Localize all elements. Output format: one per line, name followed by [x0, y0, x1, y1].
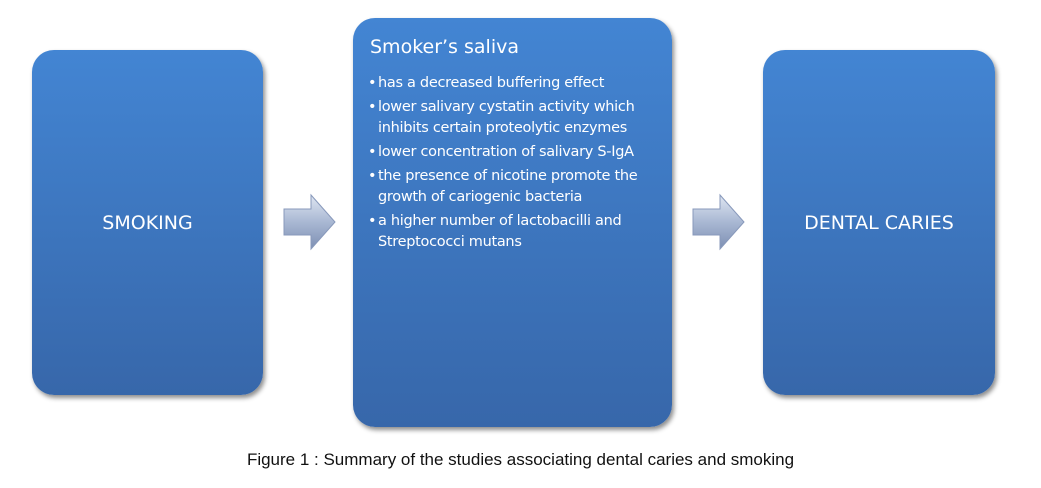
- list-item: a higher number of lactobacilli and Stre…: [368, 211, 663, 253]
- list-item: lower concentration of salivary S-IgA: [368, 142, 663, 163]
- saliva-effects-list: has a decreased buffering effect lower s…: [368, 73, 663, 256]
- list-item: the presence of nicotine promote the gro…: [368, 166, 663, 208]
- smoking-box: SMOKING: [32, 50, 263, 395]
- saliva-title: Smoker’s saliva: [370, 36, 519, 58]
- dental-caries-box: DENTAL CARIES: [763, 50, 995, 395]
- figure-caption: Figure 1 : Summary of the studies associ…: [246, 450, 795, 469]
- list-item: has a decreased buffering effect: [368, 73, 663, 94]
- smokers-saliva-box: Smoker’s saliva has a decreased bufferin…: [353, 18, 672, 427]
- dental-caries-label: DENTAL CARIES: [804, 211, 954, 234]
- list-item: lower salivary cystatin activity which i…: [368, 97, 663, 139]
- right-arrow-icon: [283, 193, 336, 251]
- smoking-label: SMOKING: [102, 211, 193, 234]
- right-arrow-icon: [692, 193, 745, 251]
